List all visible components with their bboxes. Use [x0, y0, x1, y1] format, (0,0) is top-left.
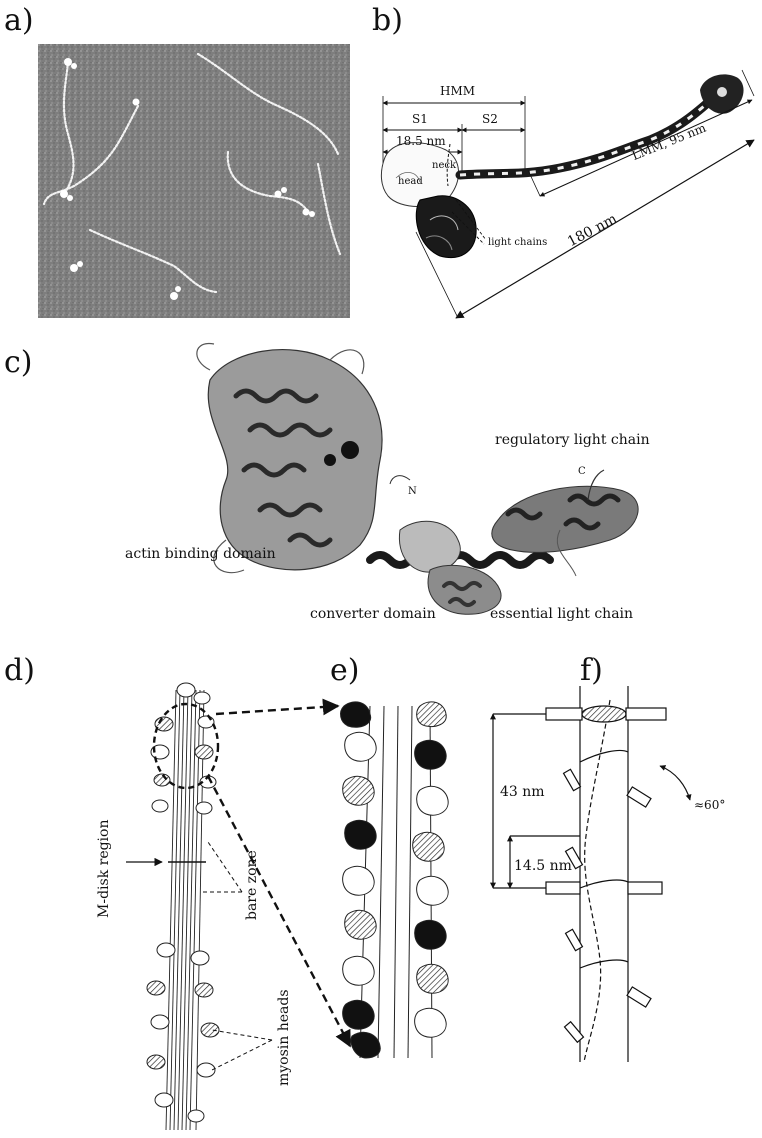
myosin-molecule-diagram: [381, 70, 754, 318]
neck-label: neck: [432, 160, 456, 171]
angle-label: ≈60°: [694, 798, 725, 812]
helical-schematic: [493, 686, 690, 1062]
c-terminus-label: C: [578, 466, 586, 477]
filament-detail: [341, 702, 449, 1058]
s1-length-label: 18.5 nm: [396, 134, 446, 148]
n-terminus-label: N: [408, 486, 417, 497]
head-label: head: [398, 176, 423, 187]
lever-arm-helix: [370, 555, 550, 565]
hmm-label: HMM: [440, 84, 475, 98]
myosin-s1-ribbon-structure: [197, 343, 638, 614]
bare-zone-label: bare zone: [244, 850, 260, 920]
converter-domain-label: converter domain: [310, 606, 436, 622]
thick-filament-diagram: [126, 683, 350, 1130]
s2-label: S2: [482, 112, 498, 126]
regulatory-light-chain-label: regulatory light chain: [495, 432, 650, 448]
s1-label: S1: [412, 112, 428, 126]
crown-spacing-label: 14.5 nm: [514, 858, 572, 874]
repeat-distance-label: 43 nm: [500, 784, 545, 800]
essential-light-chain-label: essential light chain: [490, 606, 633, 622]
myosin-heads-label: myosin heads: [276, 989, 292, 1086]
m-disk-region-label: M-disk region: [96, 820, 112, 919]
light-chains-label: light chains: [488, 237, 547, 248]
actin-binding-domain-label: actin binding domain: [125, 546, 276, 562]
